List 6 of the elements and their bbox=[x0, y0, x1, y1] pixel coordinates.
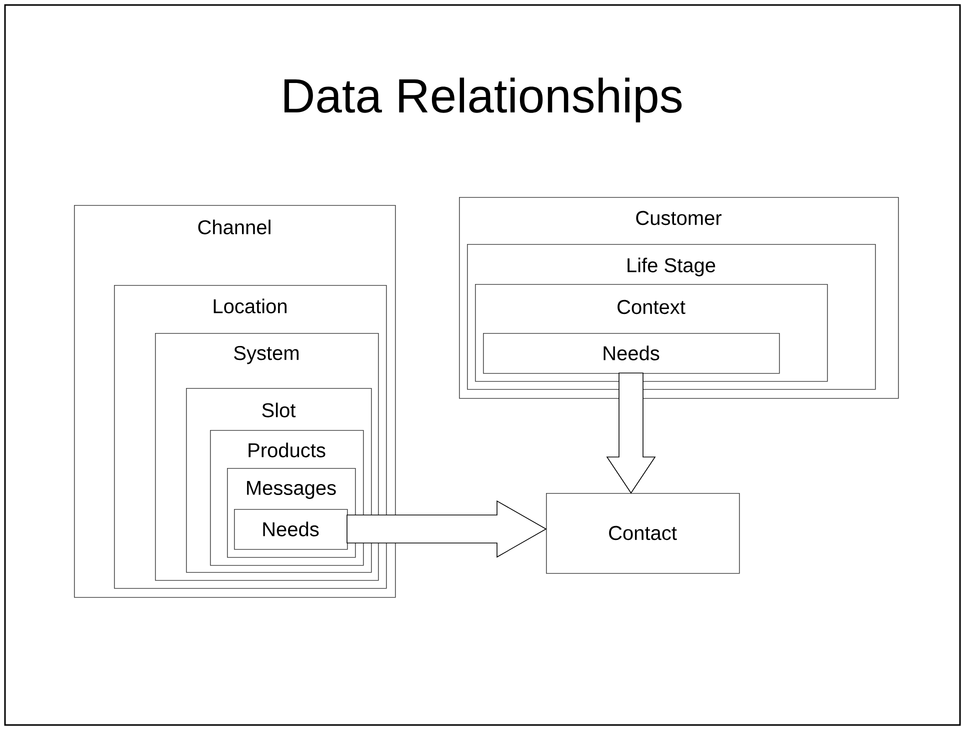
block-arrow bbox=[606, 372, 656, 494]
block-arrow bbox=[346, 500, 547, 558]
nested-box: Contact bbox=[546, 493, 740, 574]
title: Data Relationships bbox=[284, 78, 682, 122]
nested-box: Needs bbox=[234, 509, 348, 550]
nested-box: Needs bbox=[483, 333, 780, 374]
